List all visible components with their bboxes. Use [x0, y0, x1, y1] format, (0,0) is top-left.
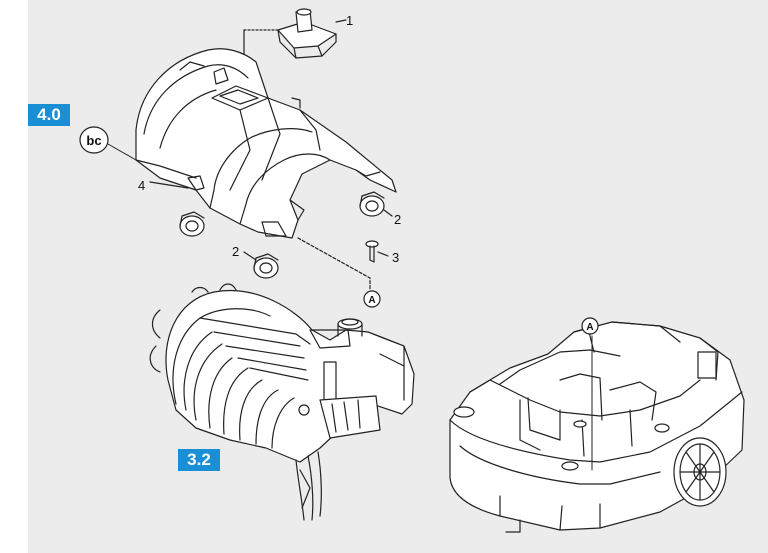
callout-2-left: 2 [232, 244, 239, 259]
section-ref-badge-4-0[interactable]: 4.0 [28, 104, 70, 126]
assembly-line [297, 237, 371, 291]
marker-bc: bc [79, 126, 109, 154]
marker-a-top: A [363, 290, 381, 308]
motor-pump-unit [149, 283, 415, 521]
part-2-foot-right [359, 191, 385, 217]
leader-line [377, 251, 389, 257]
marker-a-base-label: A [586, 322, 593, 333]
callout-2-right: 2 [394, 212, 401, 227]
part-4-shroud-cover [135, 48, 397, 239]
callout-1: 1 [346, 13, 353, 28]
callout-3: 3 [392, 250, 399, 265]
base-wheel [673, 437, 727, 507]
marker-a-top-label: A [368, 295, 375, 306]
leader-line [149, 181, 189, 189]
leader-line [243, 251, 257, 261]
leader-line [335, 19, 347, 23]
leader-line [107, 143, 137, 161]
marker-bc-label: bc [86, 133, 101, 148]
part-3-screw [365, 240, 379, 263]
part-2-foot-left-lower [253, 253, 279, 279]
leader-line [383, 209, 393, 217]
part-1-cap [277, 8, 337, 59]
section-ref-badge-3-2[interactable]: 3.2 [178, 449, 220, 471]
callout-4: 4 [138, 178, 145, 193]
marker-a-base: A [581, 317, 599, 335]
part-2-foot-left-upper [179, 211, 205, 237]
